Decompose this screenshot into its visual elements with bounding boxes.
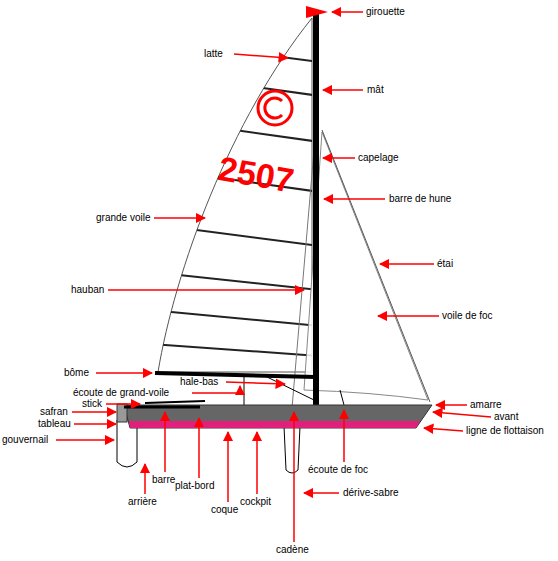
part-label: plat-bord: [175, 480, 214, 492]
part-label: girouette: [366, 6, 405, 18]
daggerboard: [284, 426, 300, 473]
sail-logo: [258, 91, 292, 125]
vang: [265, 376, 314, 400]
tiller-extension: [145, 401, 205, 403]
part-label: gouvernail: [2, 434, 48, 446]
part-label: avant: [494, 411, 518, 423]
jib: [304, 132, 428, 400]
part-label: étai: [437, 258, 453, 270]
part-label: voile de foc: [442, 310, 493, 322]
battens: [150, 40, 320, 356]
part-label: grande voile: [96, 212, 150, 224]
part-label: bôme: [64, 367, 89, 379]
part-label: latte: [204, 48, 223, 60]
sail-logo: [265, 98, 282, 118]
mainsheet: [244, 376, 245, 405]
wind-vane: [306, 6, 328, 18]
part-label: dérive-sabre: [343, 487, 399, 499]
part-label: écoute de foc: [308, 464, 368, 476]
mast: [313, 14, 319, 406]
part-label: cadène: [276, 544, 309, 556]
part-label: coque: [211, 504, 238, 516]
waterline-stripe: [129, 421, 420, 428]
boom: [155, 373, 316, 377]
hull: [124, 405, 432, 428]
part-label: mât: [367, 84, 384, 96]
part-label: stick: [82, 398, 102, 410]
forestay: [322, 130, 430, 402]
part-label: hale-bas: [180, 376, 218, 388]
part-label: écoute de grand-voile: [73, 387, 169, 399]
part-label: hauban: [71, 284, 104, 296]
part-label: arrière: [128, 496, 157, 508]
part-label: tableau: [38, 418, 71, 430]
part-label: ligne de flottaison: [466, 425, 544, 437]
part-label: barre de hune: [389, 193, 451, 205]
leader-arrows: [56, 12, 491, 542]
part-label: capelage: [358, 152, 399, 164]
part-label: barre: [152, 474, 175, 486]
part-label: cockpit: [240, 496, 271, 508]
shroud: [292, 150, 314, 408]
part-label: safran: [40, 406, 68, 418]
part-label: amarre: [470, 399, 502, 411]
tiller: [124, 406, 200, 409]
jib-sheet: [340, 390, 344, 405]
